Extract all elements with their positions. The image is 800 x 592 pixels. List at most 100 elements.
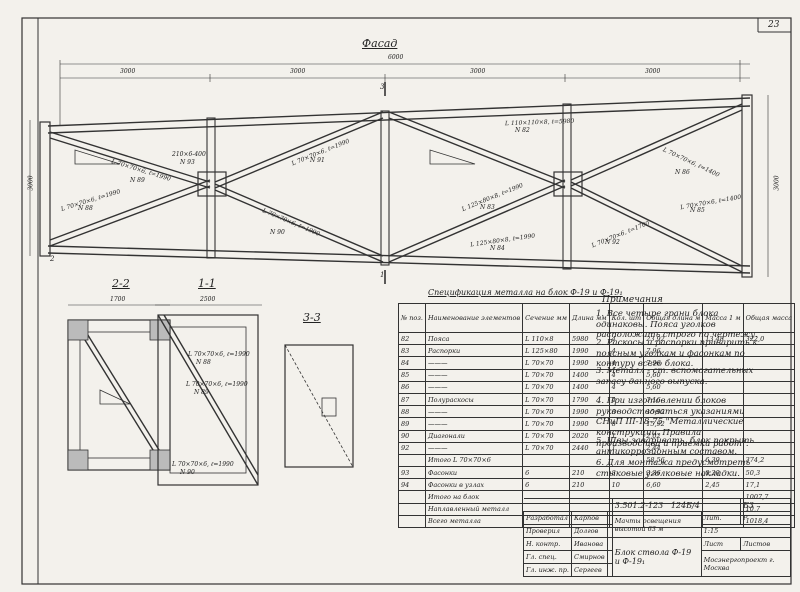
spec-cell: 6 bbox=[522, 478, 571, 492]
member-number: N 92 bbox=[605, 239, 620, 246]
sheet-code: Б3 bbox=[740, 498, 791, 512]
sheets-label: Листов bbox=[740, 537, 791, 551]
sheet-label: Лист bbox=[700, 537, 742, 551]
spec-cell: L 70×70 bbox=[522, 368, 571, 382]
page-number: 23 bbox=[768, 20, 780, 30]
section-1-1-title: 1-1 bbox=[198, 277, 216, 290]
spec-cell: 85 bbox=[398, 368, 426, 382]
note-4: 4. При изготовлении блоков руководствова… bbox=[596, 396, 749, 449]
spec-table: № поз. Наименование элементов Сечение мм… bbox=[398, 303, 796, 529]
member-number: N 85 bbox=[690, 207, 705, 214]
name: Смирнов bbox=[570, 550, 608, 564]
project-title: Мачты освещения высотой 63 м bbox=[611, 511, 702, 538]
stage-label: Лит. bbox=[700, 511, 742, 525]
name: Иванова bbox=[570, 537, 608, 551]
spec-cell: 89 bbox=[398, 417, 426, 431]
stage: Р bbox=[740, 511, 791, 525]
overall-dimension: 6000 bbox=[388, 54, 404, 61]
spec-cell: 6,60 bbox=[643, 478, 704, 492]
spec-cell: Распорки bbox=[424, 344, 524, 358]
spec-cell bbox=[522, 453, 571, 468]
spec-cell: 10 bbox=[608, 478, 645, 492]
note-3: 3. Металл - ст. вспомогательных запасу д… bbox=[596, 366, 754, 387]
spec-cell: 87 bbox=[398, 392, 426, 407]
section-1-1-dim: 2500 bbox=[200, 296, 216, 303]
spec-cell: 94 bbox=[398, 478, 426, 492]
left-height: 3000 bbox=[27, 175, 35, 191]
spec-cell: L 70×70 bbox=[522, 405, 571, 419]
spec-cell: 83 bbox=[398, 344, 426, 358]
spec-cell: L 70×70 bbox=[522, 356, 571, 370]
spec-cell: Наплавленный металл bbox=[424, 502, 524, 516]
spec-cell: L 70×70 bbox=[522, 441, 571, 455]
spec-cell: L 70×70 bbox=[522, 417, 571, 431]
doc-code: 3.501.2-123 124Б/4 bbox=[611, 498, 742, 512]
note-1: 1. Все четыре грани блока одинаковы. Поя… bbox=[596, 309, 758, 341]
section-2-2-dim: 1700 bbox=[110, 296, 126, 303]
section-1-1-label: L 70×70×6, ℓ=1990 bbox=[188, 351, 250, 358]
note-2: 2. Раскосы и распорки приварить к поясны… bbox=[596, 338, 758, 370]
role: Проверил bbox=[523, 524, 572, 538]
dimension-3: 3000 bbox=[470, 68, 486, 75]
spec-cell: 92 bbox=[398, 441, 426, 455]
role: Гл. спец. bbox=[523, 550, 572, 564]
spec-cell: ——— bbox=[424, 441, 524, 455]
spec-cell: 1990 bbox=[569, 356, 610, 370]
member-number: N 84 bbox=[490, 245, 505, 252]
section-1-1-label: L 70×70×6, ℓ=1990 bbox=[186, 381, 248, 388]
scale: 1:15 bbox=[700, 524, 792, 538]
member-number: N 88 bbox=[78, 205, 93, 212]
spec-cell: 90 bbox=[398, 429, 426, 443]
spec-cell: Полураскосы bbox=[424, 392, 524, 407]
spec-cell: 2440 bbox=[569, 441, 610, 455]
section-mark-3: 3 bbox=[380, 83, 385, 91]
spec-cell: ——— bbox=[424, 356, 524, 370]
role: Н. контр. bbox=[523, 537, 572, 551]
spec-header: Масса 1 м bbox=[702, 303, 744, 333]
spec-cell: ——— bbox=[424, 405, 524, 419]
notes-title: Примечания bbox=[602, 295, 663, 305]
spec-cell: ——— bbox=[424, 380, 524, 394]
name: Сергеев bbox=[570, 563, 608, 577]
spec-cell bbox=[398, 514, 426, 529]
member-number: N 91 bbox=[310, 157, 325, 164]
dimension-4: 3000 bbox=[645, 68, 661, 75]
spec-cell: ——— bbox=[424, 368, 524, 382]
member-number: N 93 bbox=[180, 159, 195, 166]
member-number: N 82 bbox=[515, 127, 530, 134]
spec-header: Наименование элементов bbox=[424, 303, 524, 333]
spec-cell: 6 bbox=[522, 466, 571, 480]
spec-cell: L 70×70 bbox=[522, 429, 571, 443]
role: Разработал bbox=[523, 511, 572, 525]
spec-cell: L 110×8 bbox=[522, 331, 571, 346]
role: Гл. инж. пр. bbox=[523, 563, 572, 577]
spec-cell: 82 bbox=[398, 331, 426, 346]
spec-cell: 88 bbox=[398, 405, 426, 419]
member-number: N 89 bbox=[130, 177, 145, 184]
dimension-1: 3000 bbox=[120, 68, 136, 75]
spec-cell: 84 bbox=[398, 356, 426, 370]
spec-cell: 2,45 bbox=[702, 478, 744, 492]
name: Долгов bbox=[570, 524, 608, 538]
spec-cell: L 125×80 bbox=[522, 344, 571, 358]
dimension-2: 3000 bbox=[290, 68, 306, 75]
spec-header-row: № поз. Наименование элементов Сечение мм… bbox=[398, 303, 796, 333]
spec-cell: Фасонки bbox=[424, 466, 524, 480]
spec-cell: Итого на блок bbox=[424, 490, 524, 504]
section-1-1-label: L 70×70×6, ℓ=1990 bbox=[172, 461, 234, 468]
spec-cell: 210 bbox=[569, 478, 610, 492]
spec-cell bbox=[398, 502, 426, 516]
section-1-1-number: N 90 bbox=[180, 469, 195, 476]
note-6: 6. Для монтажа предусмотреть стыковые уг… bbox=[596, 458, 751, 479]
member-number: N 83 bbox=[480, 204, 495, 211]
spec-header: Сечение мм bbox=[522, 303, 571, 333]
section-1-1-number: N 88 bbox=[196, 359, 211, 366]
spec-cell bbox=[398, 453, 426, 468]
